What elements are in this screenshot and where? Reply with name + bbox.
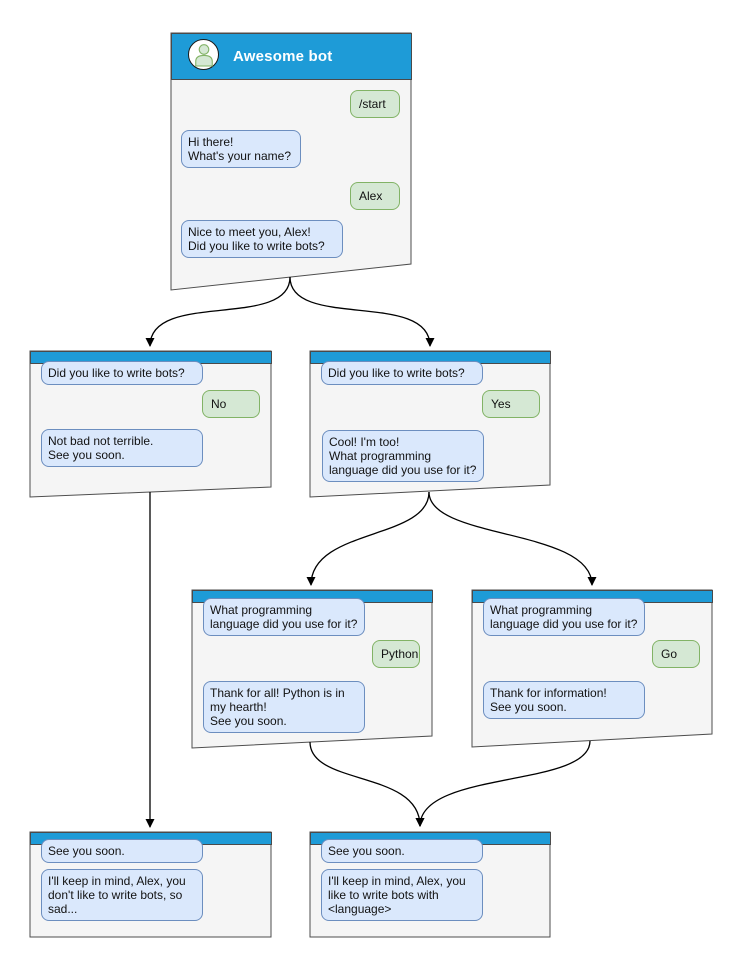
edge-go-to-bye-icon bbox=[415, 740, 591, 827]
yes-branch-answer-bubble: Yes bbox=[482, 390, 540, 418]
no-branch-answer-bubble: No bbox=[202, 390, 260, 418]
bye-yes-seeyou-bubble: See you soon. bbox=[321, 839, 483, 863]
root-user-name-bubble: Alex bbox=[350, 182, 400, 210]
bye-no-keep-in-mind-bubble: I'll keep in mind, Alex, you don't like … bbox=[41, 869, 203, 921]
python-answer-bubble: Python bbox=[372, 640, 420, 668]
go-question-bubble: What programming language did you use fo… bbox=[483, 598, 645, 636]
root-greeting-bubble: Hi there! What's your name? bbox=[181, 130, 301, 168]
no-branch-reply-bubble: Not bad not terrible. See you soon. bbox=[41, 429, 203, 467]
python-reply-bubble: Thank for all! Python is in my hearth! S… bbox=[203, 681, 365, 733]
python-question-bubble: What programming language did you use fo… bbox=[203, 598, 365, 636]
edge-root-to-yes-icon bbox=[289, 276, 435, 347]
bot-avatar-icon bbox=[188, 39, 219, 70]
edge-python-to-bye-icon bbox=[309, 741, 425, 827]
root-window-title: Awesome bot bbox=[233, 48, 333, 65]
edge-root-to-no-icon bbox=[145, 276, 291, 347]
go-reply-bubble: Thank for information! See you soon. bbox=[483, 681, 645, 719]
edge-yes-to-go-icon bbox=[428, 491, 597, 586]
bye-yes-keep-in-mind-bubble: I'll keep in mind, Alex, you like to wri… bbox=[321, 869, 483, 921]
yes-branch-question-bubble: Did you like to write bots? bbox=[321, 361, 483, 385]
go-answer-bubble: Go bbox=[652, 640, 700, 668]
edge-yes-to-python-icon bbox=[306, 491, 430, 586]
root-ask-bots-bubble: Nice to meet you, Alex! Did you like to … bbox=[181, 220, 343, 258]
root-start-command-bubble: /start bbox=[350, 90, 400, 118]
yes-branch-reply-bubble: Cool! I'm too! What programming language… bbox=[322, 430, 484, 482]
root-window-titlebar: Awesome bot bbox=[171, 33, 412, 80]
bye-no-seeyou-bubble: See you soon. bbox=[41, 839, 203, 863]
no-branch-question-bubble: Did you like to write bots? bbox=[41, 361, 203, 385]
